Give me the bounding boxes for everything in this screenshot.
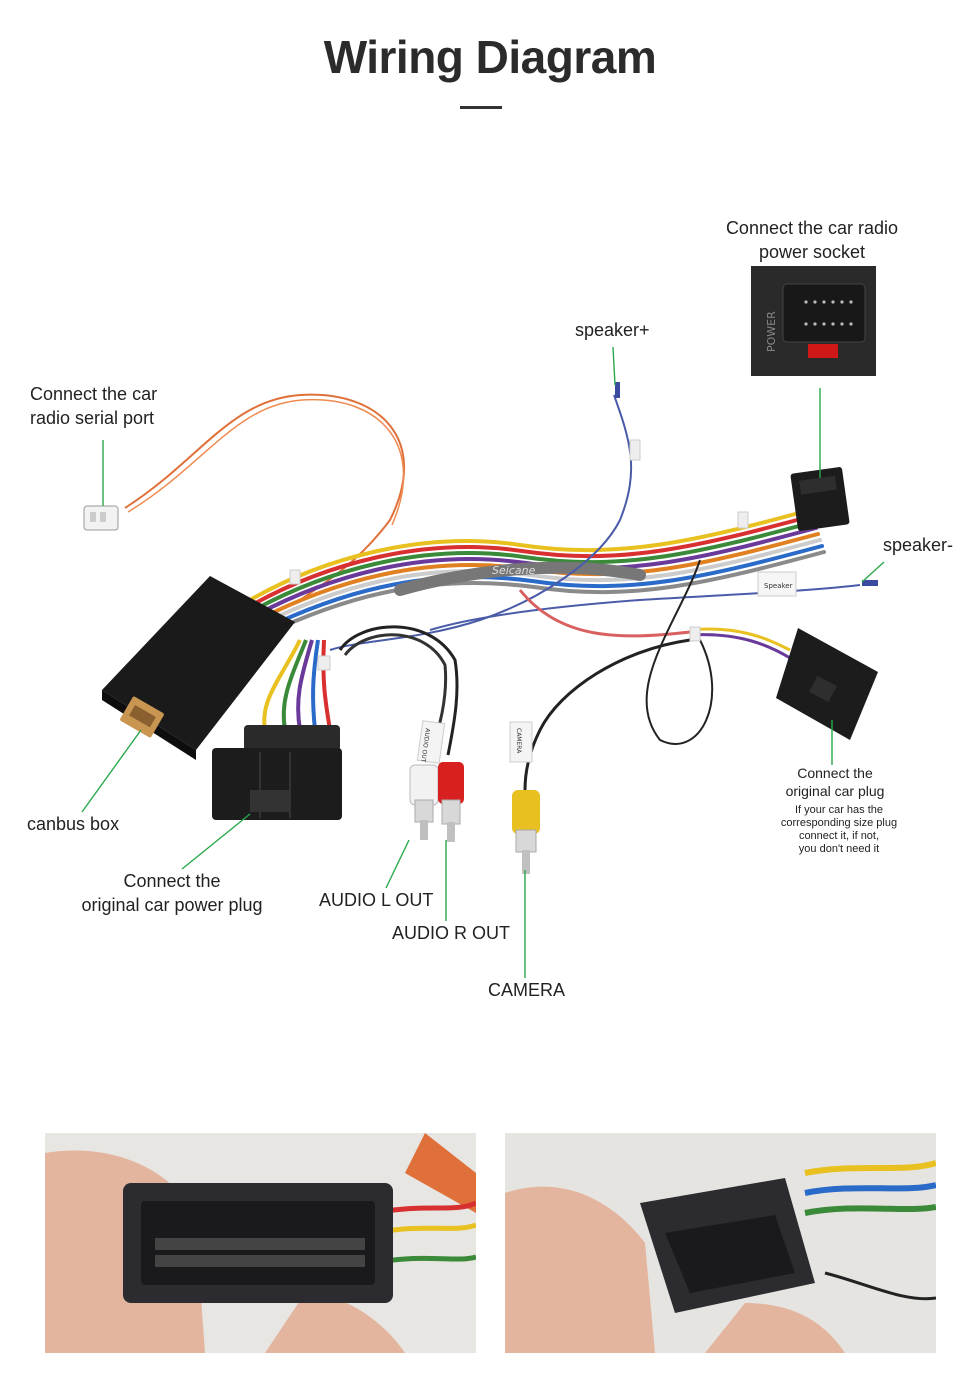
title-underline — [460, 106, 502, 109]
audio-tag: AUDIO OUT — [416, 720, 446, 764]
serial-port-connector — [83, 505, 119, 531]
camera-connector — [512, 790, 540, 874]
canbus-box — [102, 576, 295, 760]
canbus-box-label: canbus box — [27, 814, 120, 834]
car-plug-label: Connect the original car plug — [785, 765, 885, 799]
camera-tag: CAMERA — [509, 721, 533, 763]
wiring-diagram: Seicane — [81, 266, 885, 978]
power-socket-label: Connect the car radio power socket — [725, 218, 899, 262]
svg-text:AUDIO OUT: AUDIO OUT — [419, 728, 431, 763]
audio-l-label: AUDIO L OUT — [319, 890, 434, 910]
speaker-plus-label: speaker+ — [575, 320, 650, 340]
speaker-tag: Speaker — [757, 571, 797, 597]
speaker-minus-label: speaker- — [883, 535, 954, 555]
audio-l-connector — [409, 764, 439, 840]
audio-r-label: AUDIO R OUT — [392, 923, 511, 943]
power-socket-image: POWER — [751, 266, 876, 376]
svg-text:CAMERA: CAMERA — [515, 728, 522, 754]
audio-r-connector — [438, 762, 464, 842]
camera-label: CAMERA — [488, 980, 566, 1000]
original-car-plug — [776, 628, 878, 740]
page-title: Wiring Diagram — [323, 31, 657, 83]
original-power-plug — [212, 725, 342, 820]
speaker-minus-wire — [429, 584, 861, 631]
leader-lines — [81, 346, 885, 978]
power-plug-photo — [45, 1133, 476, 1353]
svg-text:Speaker: Speaker — [764, 582, 793, 590]
serial-port-wire — [124, 393, 406, 601]
main-harness — [248, 508, 826, 637]
brand-marking: Seicane — [492, 564, 536, 577]
radio-power-connector — [790, 467, 850, 531]
svg-text:POWER: POWER — [765, 311, 778, 352]
car-plug-note: If your car has the corresponding size p… — [780, 804, 898, 855]
car-plug-photo — [505, 1133, 936, 1353]
speaker-plus-wire — [329, 394, 633, 651]
power-plug-label: Connect the original car power plug — [81, 871, 263, 915]
serial-port-label: Connect the car radio serial port — [30, 384, 158, 428]
